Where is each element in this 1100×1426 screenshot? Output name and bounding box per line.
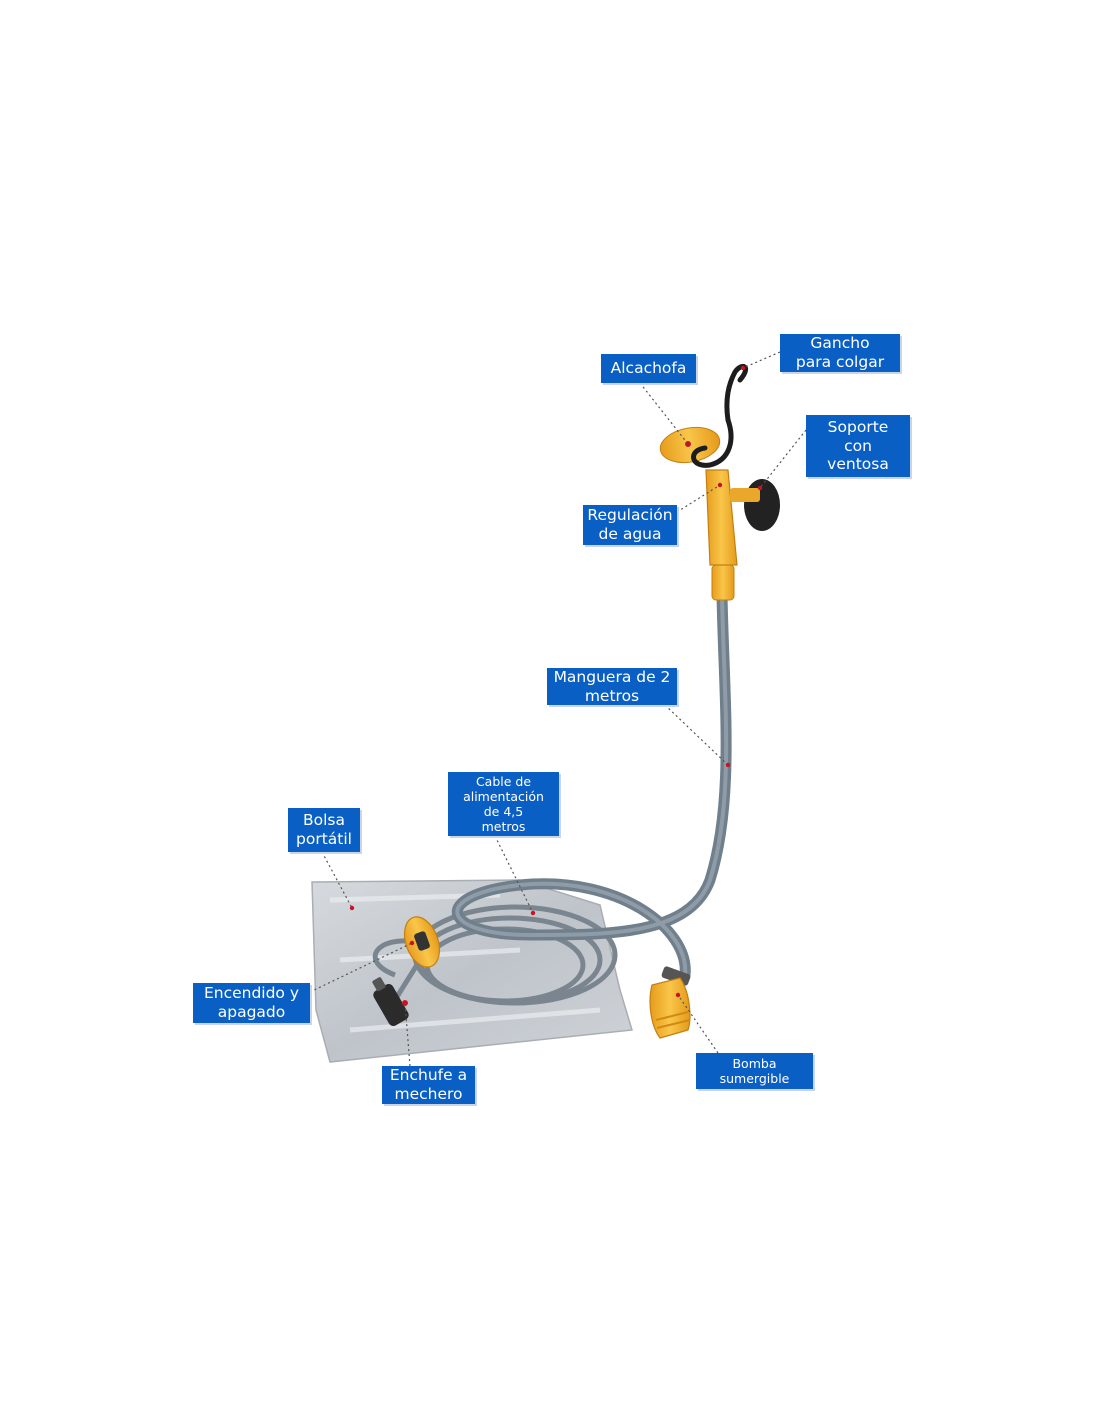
shower-head-icon xyxy=(659,426,738,601)
leader-hose xyxy=(664,704,729,766)
leader-shower-head-dot xyxy=(685,441,691,447)
leader-power-cable xyxy=(494,835,534,914)
leader-water-regulation xyxy=(676,484,721,513)
label-submersible-pump: Bomba sumergible xyxy=(696,1053,813,1089)
label-suction-cup-holder: Soporte con ventosa xyxy=(806,415,910,477)
label-lighter-plug: Enchufe a mechero xyxy=(382,1066,475,1104)
leader-power-cable-dot xyxy=(530,910,536,916)
leader-hose-dot xyxy=(725,762,731,768)
leader-lighter-plug-dot xyxy=(402,1000,408,1006)
label-power-cable: Cable de alimentación de 4,5 metros xyxy=(448,772,559,836)
leader-on-off-switch-dot xyxy=(409,940,415,946)
leader-hanging-hook xyxy=(742,351,781,369)
hose-icon xyxy=(451,589,732,981)
switch-icon xyxy=(403,916,441,968)
leader-lines xyxy=(309,351,807,1067)
label-hose: Manguera de 2 metros xyxy=(547,668,677,705)
label-hanging-hook: Gancho para colgar xyxy=(780,334,900,372)
suction-cup-icon xyxy=(730,479,780,531)
label-water-regulation: Regulación de agua xyxy=(583,505,677,545)
leader-submersible-pump-dot xyxy=(675,992,681,998)
leader-portable-bag-dot xyxy=(349,905,355,911)
leader-lighter-plug xyxy=(404,1002,411,1067)
submersible-pump-icon xyxy=(649,966,691,1039)
label-portable-bag: Bolsa portátil xyxy=(288,808,360,852)
leader-on-off-switch xyxy=(309,942,413,993)
leader-hanging-hook-dot xyxy=(740,365,746,371)
leader-shower-head xyxy=(639,382,689,445)
label-shower-head: Alcachofa xyxy=(601,354,696,383)
leader-suction-cup-dot xyxy=(757,485,763,491)
leader-water-regulation-dot xyxy=(717,482,723,488)
leader-submersible-pump xyxy=(677,994,719,1054)
leader-portable-bag xyxy=(321,851,353,909)
label-on-off-switch: Encendido y apagado xyxy=(193,983,310,1023)
hanging-hook-icon xyxy=(691,364,749,468)
leader-suction-cup xyxy=(759,429,807,489)
